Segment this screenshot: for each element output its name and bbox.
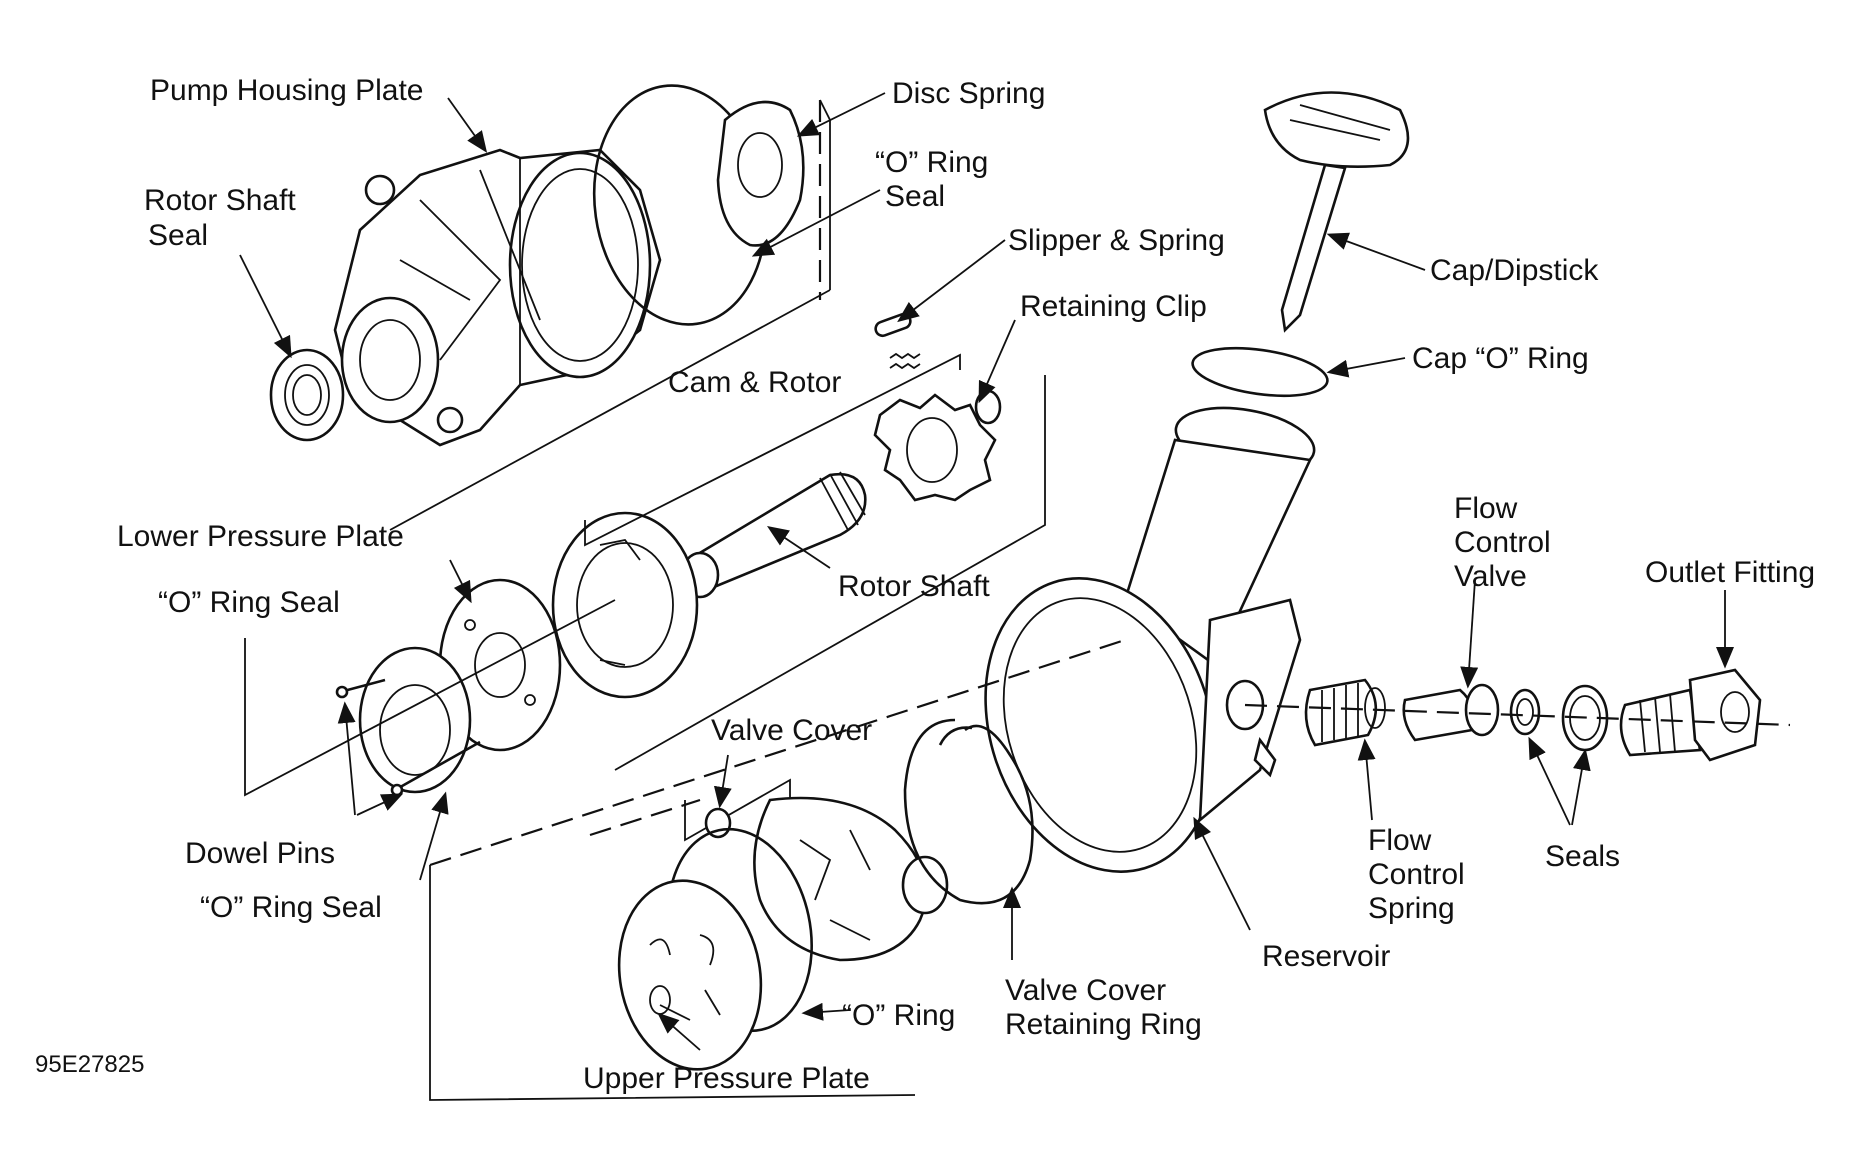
label-upper-pressure-plate: Upper Pressure Plate [583,1062,870,1095]
label-o-ring-seal-left: “O” Ring Seal [158,586,340,619]
label-rotor-shaft-seal-line2: Seal [148,219,208,252]
label-retaining-clip: Retaining Clip [1020,290,1207,323]
seal-small-drawing [1509,688,1541,736]
label-o-ring: “O” Ring [842,999,955,1032]
label-flow-control-spring-line1: Flow [1368,824,1432,857]
outlet-fitting-drawing [1619,668,1762,762]
valve-cover-drawing [684,778,949,962]
labels: Pump Housing Plate Disc Spring “O” Ring … [35,74,1815,1095]
label-rotor-shaft: Rotor Shaft [838,570,990,603]
flow-control-valve-drawing [1402,683,1500,742]
label-flow-control-valve-line3: Valve [1454,560,1527,593]
label-flow-control-valve-line1: Flow [1454,492,1518,525]
label-valve-cover-retaining-ring-line2: Retaining Ring [1005,1008,1202,1041]
label-flow-control-valve-line2: Control [1454,526,1551,559]
label-disc-spring: Disc Spring [892,77,1045,110]
valve-cover-retaining-ring-drawing [903,718,1034,905]
o-ring-seal-dowel-drawing [335,646,481,797]
cap-dipstick-drawing [1263,91,1410,333]
flow-control-spring-drawing [1304,678,1386,747]
label-o-ring-seal-top-line1: “O” Ring [875,146,988,179]
label-o-ring-seal-bottom: “O” Ring Seal [200,891,382,924]
label-flow-control-spring-line2: Control [1368,858,1465,891]
label-seals: Seals [1545,840,1620,873]
label-reservoir: Reservoir [1262,940,1390,973]
label-lower-pressure-plate: Lower Pressure Plate [117,520,404,553]
label-cap-dipstick: Cap/Dipstick [1430,254,1599,287]
cap-o-ring-drawing [1191,346,1329,398]
label-flow-control-spring-line3: Spring [1368,892,1455,925]
label-o-ring-seal-top-line2: Seal [885,180,945,213]
label-pump-housing-plate: Pump Housing Plate [150,74,424,107]
rotor-shaft-seal-drawing [269,348,345,442]
label-rotor-shaft-seal-line1: Rotor Shaft [144,184,296,217]
label-cap-o-ring: Cap “O” Ring [1412,342,1589,375]
label-outlet-fitting: Outlet Fitting [1645,556,1815,589]
figure-id: 95E27825 [35,1051,144,1078]
cam-rotor-drawing [873,312,1002,502]
label-dowel-pins: Dowel Pins [185,837,335,870]
cam-ring-drawing [551,511,699,699]
label-valve-cover-retaining-ring-line1: Valve Cover [1005,974,1166,1007]
label-cam-rotor: Cam & Rotor [668,366,841,399]
label-valve-cover: Valve Cover [711,714,872,747]
pump-housing-plate-drawing [333,148,662,447]
upper-pressure-plate-drawing [617,879,763,1071]
disc-spring-drawing [716,100,805,247]
label-slipper-spring: Slipper & Spring [1008,224,1225,257]
reservoir-drawing [984,406,1316,873]
